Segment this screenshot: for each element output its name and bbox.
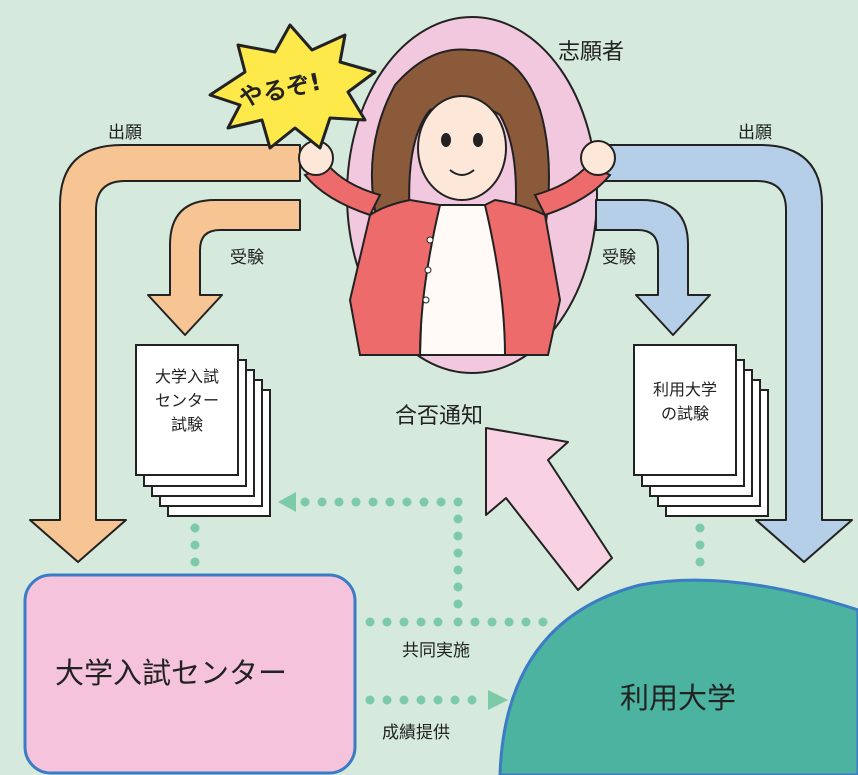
center-exam-stack [135,344,271,517]
exam-label-left: 受験 [230,248,264,268]
dotted-arrowhead-left [278,492,296,512]
exam-arrow-right [595,199,711,336]
univ-exam-stack [633,344,769,517]
result-notice-label: 合否通知 [395,404,484,429]
exam-arrow-left [147,199,301,336]
center-exam-line: 試験 [170,415,203,434]
person-face [417,95,507,201]
exam-label-right: 受験 [602,248,636,268]
univ-exam-line: 利用大学 [652,380,717,399]
university-disc [498,578,858,775]
dotted-arrowhead-right [488,690,508,710]
center-exam-line: センター [154,391,219,410]
center-node-label: 大学入試センター [55,656,288,690]
jacket-button [424,266,432,274]
joint-label: 共同実施 [402,641,470,661]
person-eye-left [441,133,451,147]
dotted-connectors [190,497,705,705]
university-node-label: 利用大学 [620,681,737,715]
result-arrow [485,427,613,591]
person-fist-right [580,140,616,176]
center-exam-doc: 大学入試 センター 試験 [138,365,236,437]
univ-exam-line: の試験 [660,404,709,423]
apply-arrow-left [29,144,301,563]
univ-exam-doc: 利用大学 の試験 [636,378,734,426]
apply-label-right: 出願 [738,123,772,143]
apply-label-left: 出願 [108,123,142,143]
person-jacket-right [483,198,562,356]
applicant-title: 志願者 [558,40,625,65]
starburst [208,23,377,150]
center-box [23,573,357,775]
jacket-button [422,296,430,304]
person-mouth [449,169,475,176]
jacket-button [426,236,434,244]
center-exam-line: 大学入試 [154,367,219,386]
person-eye-right [473,133,483,147]
score-provision-label: 成績提供 [382,723,450,743]
apply-arrow-right [595,144,853,563]
